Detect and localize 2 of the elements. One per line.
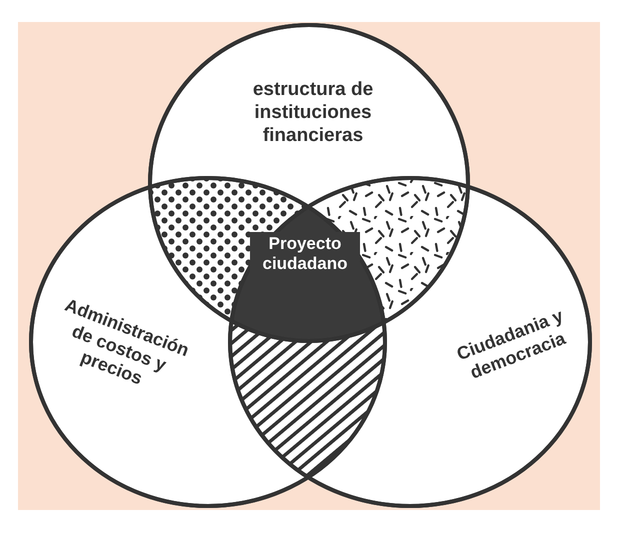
circle-label: estructura de instituciones financieras: [252, 79, 374, 148]
center-label: Proyecto ciudadano: [261, 234, 348, 275]
